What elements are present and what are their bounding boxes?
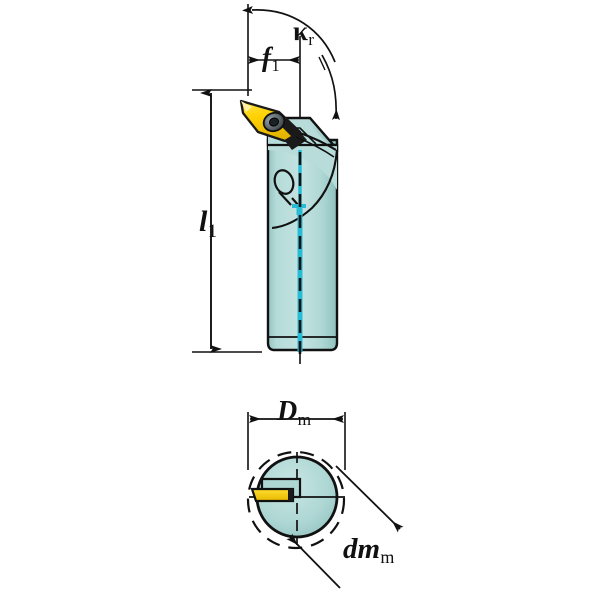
- end-view-insert-edge: [288, 489, 293, 501]
- end-view-insert: [250, 487, 295, 503]
- angle-arc-kr-upper: [242, 5, 336, 63]
- bore-circle-dashed: [246, 450, 346, 550]
- dimension-label-kr: κr: [293, 16, 314, 50]
- dimension-label-dmm: dmm: [343, 533, 395, 568]
- head-relief-curve: [271, 149, 339, 230]
- angle-arc-kr-lower: [321, 54, 340, 121]
- coolant-outlet-port: [273, 169, 295, 195]
- dimension-line-dmm-lower: [286, 533, 341, 589]
- dimension-label-Dm: Dm: [277, 396, 312, 430]
- dimension-label-l1: l1: [199, 205, 217, 242]
- side-view-group: [192, 4, 340, 364]
- dimension-label-f1: f1: [262, 42, 280, 76]
- leader-line-kr: [318, 56, 326, 71]
- insert-nose-highlight: [241, 101, 252, 112]
- cutting-edge-extension-line-2: [295, 136, 335, 158]
- dimension-line-dmm-upper: [335, 465, 404, 533]
- insert-screw-torx: [268, 117, 280, 127]
- insert-clamp-shadow: [285, 132, 307, 150]
- coolant-outlet-leader-a: [278, 191, 292, 206]
- cutting-edge-extension-line: [299, 131, 337, 151]
- end-view-group: [246, 412, 404, 589]
